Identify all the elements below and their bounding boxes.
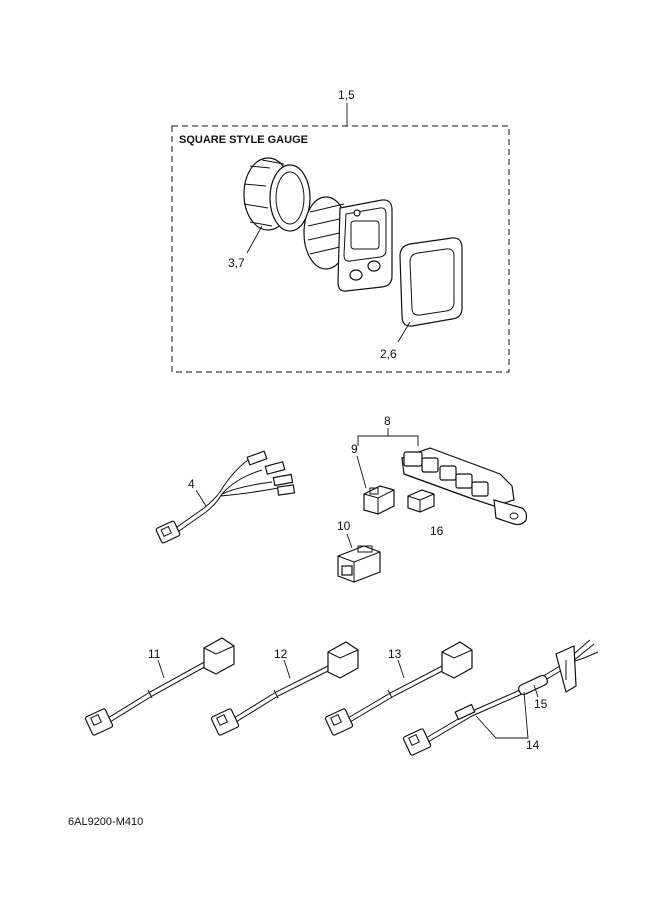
callout-1-5: 1,5 xyxy=(338,88,355,102)
callout-11: 11 xyxy=(148,647,161,661)
callout-2-6: 2,6 xyxy=(380,347,397,361)
callout-13: 13 xyxy=(388,647,402,661)
square-gasket-icon xyxy=(399,237,463,327)
callout-9: 9 xyxy=(351,442,358,456)
plug-icon xyxy=(337,545,381,583)
callout-14: 14 xyxy=(526,738,540,752)
callout-4: 4 xyxy=(188,477,195,491)
cable-icon xyxy=(210,641,359,736)
callout-12: 12 xyxy=(274,647,288,661)
cable-icon xyxy=(84,637,235,736)
connector-hub-icon xyxy=(401,447,528,526)
callout-3-7: 3,7 xyxy=(228,256,245,270)
ring-nut-icon xyxy=(243,157,311,232)
callout-10: 10 xyxy=(337,519,351,533)
callout-8: 8 xyxy=(384,414,391,428)
cable-icon xyxy=(324,641,473,736)
callout-15: 15 xyxy=(534,697,548,711)
callout-16: 16 xyxy=(430,524,444,538)
wire-harness-icon xyxy=(155,450,296,544)
cap-icon xyxy=(407,489,435,513)
gauge-kit-group: SQUARE STYLE GAUGE 1,5 3,7 xyxy=(171,88,510,373)
plug-icon xyxy=(363,485,395,515)
drawing-code: 6AL9200-M410 xyxy=(68,816,143,828)
fuse-cable-icon xyxy=(402,639,599,756)
square-gauge-icon xyxy=(303,196,393,292)
box-title: SQUARE STYLE GAUGE xyxy=(179,134,308,146)
dashed-boundary xyxy=(171,125,510,373)
